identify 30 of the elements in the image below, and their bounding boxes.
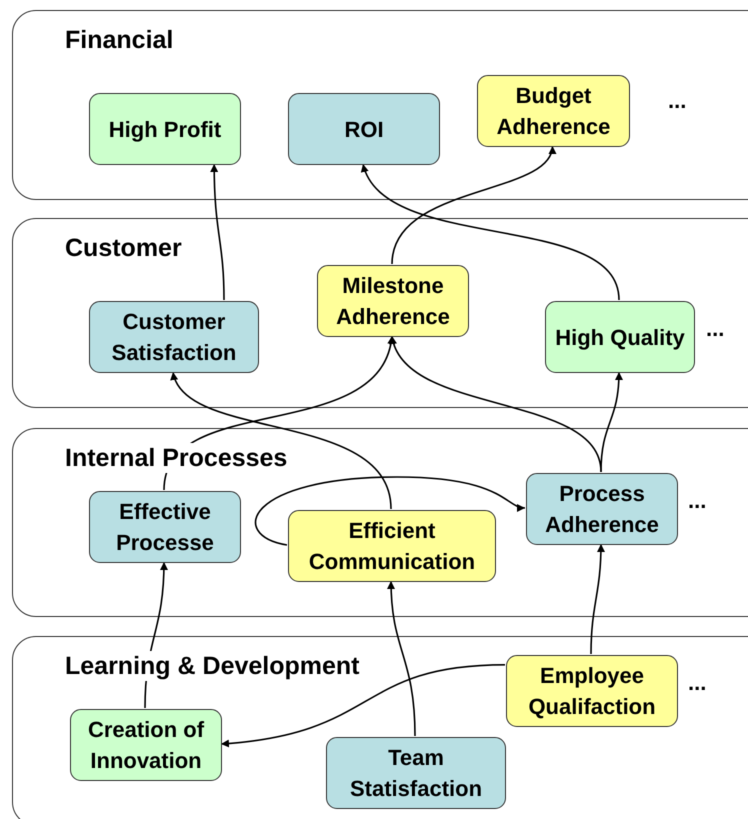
- goal-box: Effective Processe: [89, 491, 241, 563]
- goal-box: ROI: [288, 93, 440, 165]
- arrow: [172, 372, 392, 510]
- goal-box: High Profit: [89, 93, 241, 165]
- perspective-band: [12, 10, 748, 200]
- arrow: [600, 372, 623, 472]
- ellipsis-note: ...: [688, 670, 706, 696]
- arrow: [391, 146, 554, 264]
- goal-box: Budget Adherence: [477, 75, 630, 147]
- arrow: [220, 664, 506, 748]
- arrow: [590, 544, 605, 654]
- ellipsis-note: ...: [688, 488, 706, 514]
- goal-box: Efficient Communication: [288, 510, 496, 582]
- ellipsis-note: ...: [706, 316, 724, 342]
- arrow: [387, 580, 416, 736]
- goal-box: Creation of Innovation: [70, 709, 222, 781]
- perspective-band: [12, 428, 748, 617]
- arrow: [210, 164, 225, 300]
- goal-box: Process Adherence: [526, 473, 678, 545]
- goal-box: Customer Satisfaction: [89, 301, 259, 373]
- goal-box: Team Statisfaction: [326, 737, 506, 809]
- arrow: [254, 476, 526, 546]
- arrow: [362, 164, 620, 300]
- goal-box: Employee Qualifaction: [506, 655, 678, 727]
- perspective-band: [12, 218, 748, 408]
- goal-box: High Quality: [545, 301, 695, 373]
- arrow: [144, 562, 168, 708]
- goal-box: Milestone Adherence: [317, 265, 469, 337]
- ellipsis-note: ...: [668, 88, 686, 114]
- perspective-band: [12, 636, 748, 819]
